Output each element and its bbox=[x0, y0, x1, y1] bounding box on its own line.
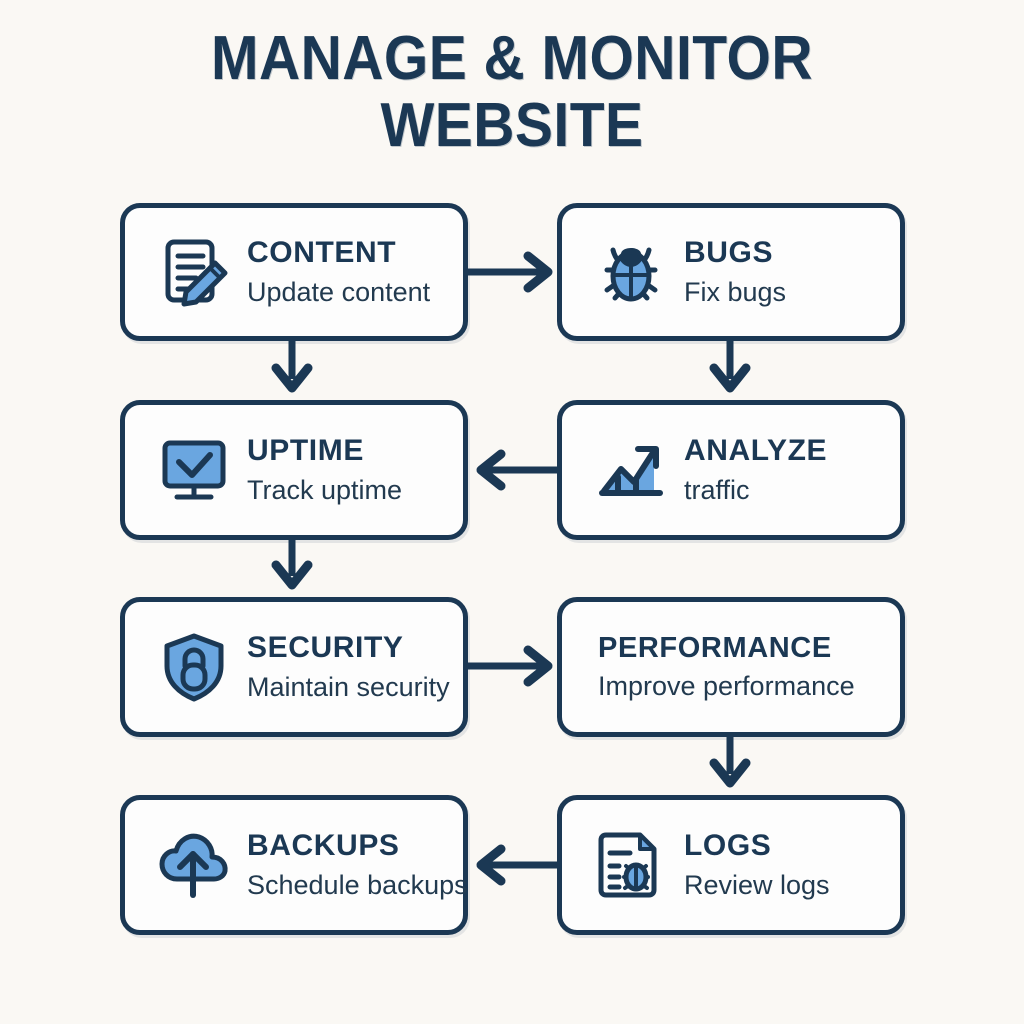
page-title: MANAGE & MONITOR WEBSITE bbox=[210, 24, 814, 160]
node-bugs[interactable]: BUGS Fix bugs bbox=[557, 203, 905, 341]
connector-performance-to-logs bbox=[709, 737, 751, 788]
node-subtitle: Update content bbox=[247, 276, 431, 307]
document-bug-icon bbox=[592, 826, 670, 904]
connector-logs-to-backups bbox=[476, 844, 557, 886]
node-security[interactable]: SECURITY Maintain security bbox=[120, 597, 468, 737]
node-subtitle: Maintain security bbox=[247, 671, 450, 702]
node-text: CONTENT Update content bbox=[247, 236, 447, 308]
document-pencil-icon bbox=[155, 233, 233, 311]
node-text: ANALYZE traffic bbox=[684, 434, 884, 506]
connector-bugs-to-analyze bbox=[709, 341, 751, 393]
monitor-check-icon bbox=[155, 431, 233, 509]
bug-icon bbox=[592, 233, 670, 311]
node-subtitle: traffic bbox=[684, 474, 750, 505]
node-text: UPTIME Track uptime bbox=[247, 434, 447, 506]
node-title: CONTENT bbox=[247, 236, 397, 270]
node-subtitle: Fix bugs bbox=[684, 276, 787, 307]
node-title: SECURITY bbox=[247, 631, 404, 665]
connector-security-to-performance bbox=[468, 645, 553, 687]
node-subtitle: Track uptime bbox=[247, 474, 403, 505]
node-uptime[interactable]: UPTIME Track uptime bbox=[120, 400, 468, 540]
node-subtitle: Improve performance bbox=[598, 670, 855, 701]
node-title: UPTIME bbox=[247, 434, 364, 468]
node-title: BUGS bbox=[684, 236, 774, 270]
node-title: ANALYZE bbox=[684, 434, 828, 468]
growth-chart-icon bbox=[592, 431, 670, 509]
connector-content-to-bugs bbox=[468, 251, 553, 293]
shield-lock-icon bbox=[155, 628, 233, 706]
connector-analyze-to-uptime bbox=[476, 449, 557, 491]
node-title: PERFORMANCE bbox=[598, 631, 832, 664]
node-text: BUGS Fix bugs bbox=[684, 236, 884, 308]
node-title: BACKUPS bbox=[247, 829, 400, 863]
node-subtitle: Schedule backups bbox=[247, 869, 468, 900]
connector-content-to-uptime bbox=[271, 341, 313, 393]
node-text: BACKUPS Schedule backups bbox=[247, 829, 468, 901]
node-subtitle: Review logs bbox=[684, 869, 830, 900]
node-logs[interactable]: LOGS Review logs bbox=[557, 795, 905, 935]
node-performance[interactable]: PERFORMANCE Improve performance bbox=[557, 597, 905, 737]
node-backups[interactable]: BACKUPS Schedule backups bbox=[120, 795, 468, 935]
node-text: LOGS Review logs bbox=[684, 829, 884, 901]
node-text: PERFORMANCE Improve performance bbox=[598, 632, 884, 703]
node-text: SECURITY Maintain security bbox=[247, 631, 450, 703]
node-content[interactable]: CONTENT Update content bbox=[120, 203, 468, 341]
node-title: LOGS bbox=[684, 829, 772, 863]
cloud-upload-icon bbox=[155, 826, 233, 904]
connector-uptime-to-security bbox=[271, 540, 313, 590]
node-analyze[interactable]: ANALYZE traffic bbox=[557, 400, 905, 540]
